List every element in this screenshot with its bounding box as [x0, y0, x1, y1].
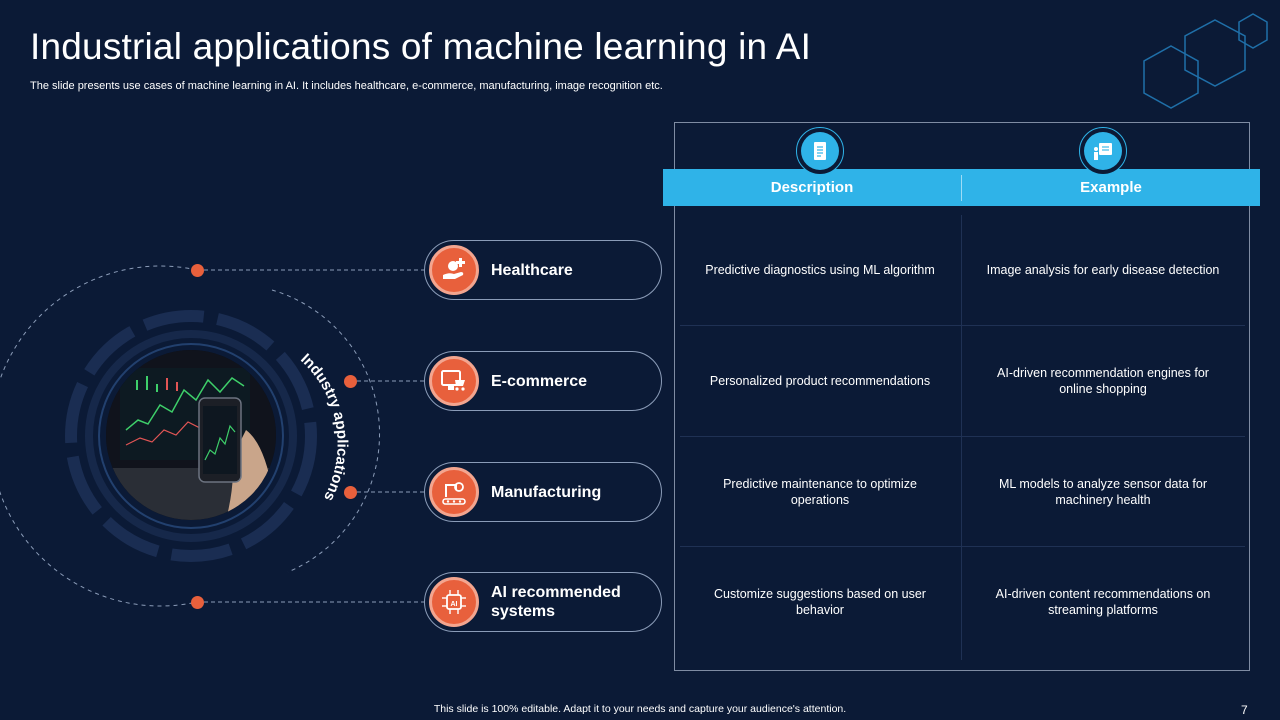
description-header-icon — [796, 127, 844, 175]
table-row-divider — [680, 325, 1245, 326]
table-cell-example-4: AI-driven content recommendations on str… — [995, 587, 1211, 617]
table-row-divider — [680, 436, 1245, 437]
table-header-example: Example — [1080, 179, 1142, 196]
healthcare-hand-icon — [429, 245, 479, 295]
table-cell-description-3: Predictive maintenance to optimize opera… — [723, 477, 917, 507]
svg-text:Industry applications: Industry applications — [297, 350, 350, 503]
page-number: 7 — [1241, 703, 1248, 717]
app-label-ecommerce: E-commerce — [491, 372, 588, 390]
example-header-icon — [1079, 127, 1127, 175]
slide-footer: This slide is 100% editable. Adapt it to… — [433, 703, 847, 715]
table-cell-description-2: Personalized product recommendations — [709, 374, 931, 388]
connector-dot-manufacturing — [344, 486, 357, 499]
table-cell-example-1: Image analysis for early disease detecti… — [986, 263, 1220, 277]
document-icon — [814, 142, 826, 160]
table-row-divider — [680, 546, 1245, 547]
industry-applications-arc-label: Industry applications — [297, 350, 350, 503]
industry-circle-graphic — [0, 265, 424, 607]
robot-arm-icon — [429, 467, 479, 517]
ai-chip-icon: AI — [429, 577, 479, 627]
table-header-bar: Description Example — [663, 169, 1260, 206]
header-divider — [961, 174, 962, 201]
app-pill-manufacturing: Manufacturing — [424, 462, 662, 522]
hexagon-decoration-icon — [1143, 13, 1268, 109]
trading-phone-photo — [106, 350, 276, 520]
page-title: Industrial applications of machine learn… — [30, 26, 812, 67]
use-case-table — [674, 122, 1250, 671]
table-cell-description-1: Predictive diagnostics using ML algorith… — [705, 263, 935, 277]
table-column-divider — [961, 215, 962, 660]
app-pill-ai-systems: AI AI recommended systems — [424, 572, 662, 632]
connector-dot-ecommerce — [344, 375, 357, 388]
connector-dot-healthcare — [191, 264, 204, 277]
app-label-healthcare: Healthcare — [491, 261, 573, 279]
table-header-description: Description — [770, 179, 854, 196]
ecommerce-cart-icon — [429, 356, 479, 406]
connector-dot-ai-systems — [191, 596, 204, 609]
app-pill-ecommerce: E-commerce — [424, 351, 662, 411]
app-label-ai-systems: AI recommended systems — [491, 584, 621, 620]
page-subtitle: The slide presents use cases of machine … — [30, 80, 663, 92]
table-cell-description-4: Customize suggestions based on user beha… — [714, 587, 926, 617]
table-cell-example-3: ML models to analyze sensor data for mac… — [999, 477, 1207, 507]
table-cell-example-2: AI-driven recommendation engines for onl… — [997, 366, 1209, 396]
app-label-manufacturing: Manufacturing — [491, 483, 602, 501]
presentation-board-icon — [1094, 143, 1112, 160]
app-pill-healthcare: Healthcare — [424, 240, 662, 300]
svg-text:AI: AI — [451, 601, 458, 608]
